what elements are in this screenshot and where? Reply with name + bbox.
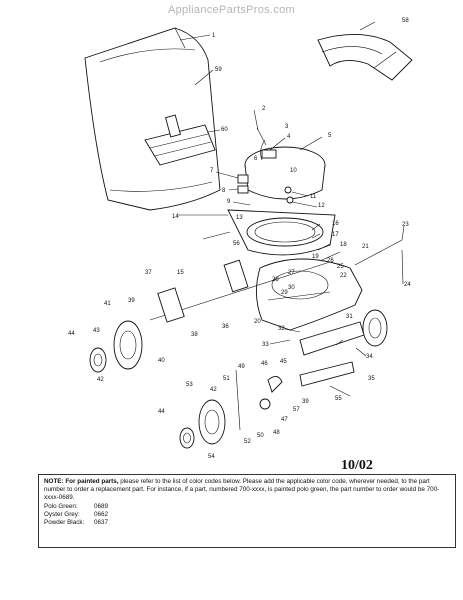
callout-28: 28 [272,277,279,283]
color-name: Oyster Grey: [44,511,80,518]
callout-44-upper: 44 [68,331,75,337]
callout-56: 56 [233,241,240,247]
callout-45: 45 [280,359,287,365]
callout-25: 25 [337,264,344,270]
note-text: NOTE: For painted parts, please refer to… [44,478,450,502]
impeller-housing-drawing [227,209,336,256]
callout-20: 20 [254,319,261,325]
callout-40: 40 [158,358,165,364]
color-name: Polo Green: [44,503,78,510]
callout-12: 12 [318,203,325,209]
callout-15: 15 [177,270,184,276]
callout-50: 50 [257,433,264,439]
color-code-list: Polo Green: 0689 Oyster Grey: 0662 Powder … [44,503,450,527]
rear-wheel-drawing [89,320,143,373]
callout-19: 19 [312,254,319,260]
callout-52: 52 [244,439,251,445]
callout-33: 33 [262,342,269,348]
callouts: 1 2 3 4 5 6 7 8 9 10 11 12 13 14 15 16 1… [68,18,411,460]
callout-23: 23 [402,222,409,228]
callout-1: 1 [212,33,216,39]
callout-8: 8 [222,188,226,194]
callout-13: 13 [236,215,243,221]
callout-18: 18 [340,242,347,248]
callout-14: 14 [172,214,179,220]
callout-34: 34 [366,354,373,360]
callout-31: 31 [346,314,353,320]
callout-21: 21 [362,244,369,250]
callout-53: 53 [186,382,193,388]
revision-date: 10/02 [341,458,373,473]
callout-17: 17 [332,232,339,238]
callout-57: 57 [293,407,300,413]
height-lever-drawing [235,369,283,431]
callout-42-upper: 42 [97,377,104,383]
callout-42-lower: 42 [210,387,217,393]
front-wheel-drawing [179,399,226,449]
callout-39-upper: 39 [128,298,135,304]
watermark: AppliancePartsPros.com [167,4,296,16]
callout-46: 46 [261,361,268,367]
front-right-wheel-drawing [362,309,388,347]
bag-drawing [84,27,221,211]
callout-55: 55 [335,396,342,402]
callout-54: 54 [208,454,215,460]
callout-26: 26 [327,258,334,264]
callout-22: 22 [340,273,347,279]
color-code: 0637 [94,519,109,526]
color-row: Powder Black: 0637 [44,519,450,527]
callout-9: 9 [227,199,231,205]
deck-drawing [256,258,363,331]
callout-11: 11 [310,194,317,200]
axle-drawing [149,259,331,323]
callout-4: 4 [287,134,291,140]
callout-51: 51 [223,376,230,382]
callout-39-lower: 39 [302,399,309,405]
callout-7: 7 [210,168,214,174]
callout-16: 16 [332,221,339,227]
callout-48: 48 [273,430,280,436]
callout-60: 60 [221,127,228,133]
color-row: Polo Green: 0689 [44,503,450,511]
color-code: 0662 [94,511,109,518]
callout-37: 37 [145,270,152,276]
callout-58: 58 [402,18,409,24]
callout-5: 5 [328,133,332,139]
note-lead: NOTE: For painted parts, [44,478,119,485]
callout-41: 41 [104,301,111,307]
callout-38: 38 [191,332,198,338]
callout-32: 32 [278,326,285,332]
color-code: 0689 [94,503,109,510]
callout-44-lower: 44 [158,409,165,415]
callout-47: 47 [281,417,288,423]
callout-49: 49 [238,364,245,370]
callout-6: 6 [254,156,258,162]
callout-36: 36 [222,324,229,330]
callout-2: 2 [262,106,266,112]
leader-lines [178,21,405,397]
callout-30: 30 [288,285,295,291]
color-note: NOTE: For painted parts, please refer to… [38,474,456,548]
callout-24: 24 [404,282,411,288]
note-body: please refer to the list of color codes … [44,478,440,501]
rod-drawing [354,239,403,266]
color-name: Powder Black: [44,519,85,526]
housing-drawing [237,139,326,204]
callout-3: 3 [285,124,289,130]
color-row: Oyster Grey: 0662 [44,511,450,519]
callout-43: 43 [93,328,100,334]
callout-27: 27 [288,270,295,276]
chute-drawing [317,34,413,81]
callout-35: 35 [368,376,375,382]
adjuster-bar-drawing [299,321,365,387]
callout-10: 10 [290,168,297,174]
callout-29: 29 [281,290,288,296]
callout-59: 59 [215,67,222,73]
